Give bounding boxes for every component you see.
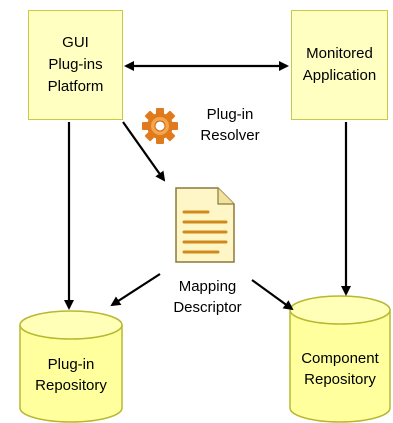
plugin-repository-label: Plug-in Repository (20, 354, 122, 396)
edge-mapping-to-component-repo (251, 279, 294, 311)
node-label-line: Plug-in (206, 106, 254, 123)
node-label-line: Platform (47, 78, 104, 95)
monitored-application-node: Monitored Application (291, 10, 388, 120)
mapping-descriptor-label: Mapping Descriptor (160, 276, 255, 318)
edge-gui-to-mapping (122, 121, 166, 182)
component-repository-cylinder (289, 295, 391, 423)
node-label-line: Mapping (178, 278, 237, 295)
plugin-resolver-label: Plug-in Resolver (190, 104, 270, 146)
document-icon (175, 187, 235, 263)
plugin-repository-cylinder (19, 310, 123, 423)
node-label-line: GUI (62, 34, 89, 51)
node-label-line: Plug-in (47, 356, 95, 373)
node-label-line: Component (301, 350, 379, 367)
node-label-line: Application (302, 67, 377, 84)
node-label-line: Repository (35, 377, 107, 394)
node-label-line: Resolver (200, 127, 260, 144)
gui-plugins-platform-node: GUI Plug-ins Platform (28, 10, 123, 120)
node-label-line: Descriptor (173, 299, 242, 316)
component-repository-label: Component Repository (290, 348, 390, 390)
edge-mapping-to-plugin-repo (110, 273, 161, 307)
node-label-line: Plug-ins (48, 56, 103, 73)
node-label-line: Monitored (306, 45, 373, 62)
gear-icon (142, 108, 178, 144)
node-label-line: Repository (304, 371, 376, 388)
